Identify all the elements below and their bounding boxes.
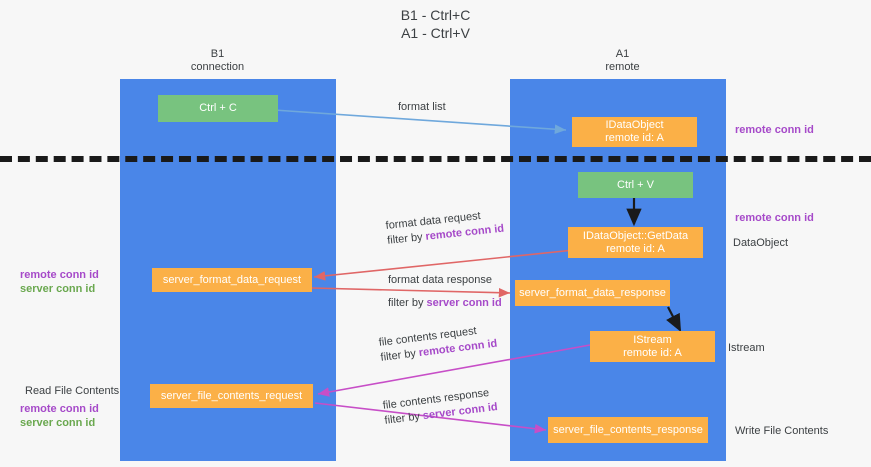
annotation-left-remote-conn-id: remote conn id xyxy=(20,269,99,281)
edge-label-format-data-response: format data response filter by server co… xyxy=(388,273,502,311)
lane-header-b1: B1 connection xyxy=(150,48,285,74)
annotation-write-file-contents: Write File Contents xyxy=(735,425,829,437)
lane-b1-sub: connection xyxy=(190,61,245,73)
node-ctrl-v-label: Ctrl + V xyxy=(617,178,654,191)
node-server-format-data-request[interactable]: server_format_data_request xyxy=(152,268,312,292)
phase-divider xyxy=(0,156,871,162)
node-ctrl-v[interactable]: Ctrl + V xyxy=(578,172,693,198)
annotation-left-server-conn-id: server conn id xyxy=(20,283,96,295)
filter-by-text-3: filter by xyxy=(379,347,420,364)
node-server-file-contents-request-label: server_file_contents_request xyxy=(160,389,303,402)
node-ctrl-c-label: Ctrl + C xyxy=(199,102,237,114)
lane-a1-sub: remote xyxy=(605,61,640,73)
node-istream-id: remote id: A xyxy=(623,346,682,359)
edge-label-file-contents-response: file contents response filter by server … xyxy=(382,385,499,429)
node-idataobject-getdata[interactable]: IDataObject::GetData remote id: A xyxy=(568,227,703,258)
node-getdata-title: IDataObject::GetData xyxy=(582,229,689,242)
annotation-left-conn-ids-bottom: remote conn id server conn id xyxy=(20,402,125,430)
edge-label-format-data-request: format data request filter by remote con… xyxy=(385,207,505,249)
server-conn-id-text-2: server conn id xyxy=(426,297,502,309)
node-server-file-contents-response[interactable]: server_file_contents_response xyxy=(548,417,708,443)
node-server-format-data-response-label: server_format_data_response xyxy=(519,286,666,299)
annotation-dataobject: DataObject xyxy=(733,237,789,249)
annotation-remote-conn-id-mid: remote conn id xyxy=(735,212,814,224)
format-data-response-filter: filter by server conn id xyxy=(388,296,502,311)
node-server-file-contents-request[interactable]: server_file_contents_request xyxy=(150,384,313,408)
node-server-format-data-request-label: server_format_data_request xyxy=(162,273,302,286)
node-server-file-contents-response-label: server_file_contents_response xyxy=(553,423,703,436)
page-title: B1 - Ctrl+C A1 - Ctrl+V xyxy=(0,6,871,42)
annotation-istream: Istream xyxy=(728,342,765,354)
filter-by-text-4: filter by xyxy=(383,410,424,427)
edge-label-format-list: format list xyxy=(398,100,446,115)
node-idataobject-id: remote id: A xyxy=(605,132,664,144)
node-idataobject[interactable]: IDataObject remote id: A xyxy=(572,117,697,147)
node-istream[interactable]: IStream remote id: A xyxy=(590,331,715,362)
annotation-left-server-conn-id-2: server conn id xyxy=(20,417,96,429)
annotation-remote-conn-id-top: remote conn id xyxy=(735,124,814,136)
format-data-response-text: format data response xyxy=(388,274,492,286)
node-getdata-id: remote id: A xyxy=(606,242,665,255)
annotation-read-file-contents: Read File Contents xyxy=(25,385,120,397)
annotation-left-conn-ids-top: remote conn id server conn id xyxy=(20,268,120,296)
filter-by-text-1: filter by xyxy=(386,230,427,247)
format-list-text: format list xyxy=(398,101,446,113)
lane-b1-name: B1 xyxy=(210,48,225,60)
edge-label-file-contents-request: file contents request filter by remote c… xyxy=(378,322,498,366)
lane-a1-name: A1 xyxy=(615,48,630,60)
title-line-2: A1 - Ctrl+V xyxy=(401,25,470,41)
node-istream-title: IStream xyxy=(633,333,672,346)
lane-header-a1: A1 remote xyxy=(555,48,690,74)
annotation-left-remote-conn-id-2: remote conn id xyxy=(20,403,99,415)
node-server-format-data-response[interactable]: server_format_data_response xyxy=(515,280,670,306)
node-ctrl-c[interactable]: Ctrl + C xyxy=(158,95,278,122)
title-line-1: B1 - Ctrl+C xyxy=(400,7,471,23)
node-idataobject-title: IDataObject xyxy=(605,119,664,131)
filter-by-text-2: filter by xyxy=(388,297,427,309)
